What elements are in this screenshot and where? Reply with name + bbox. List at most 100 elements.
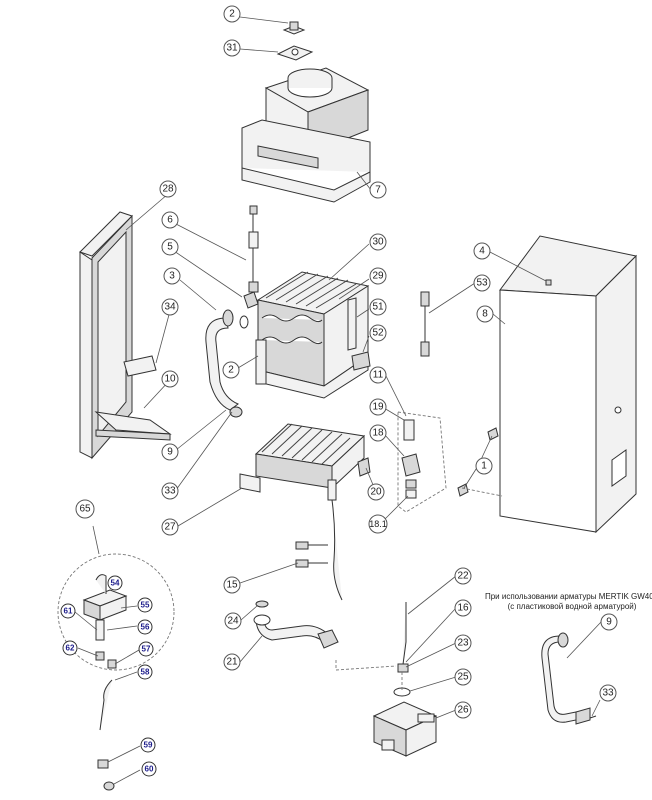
detail-view-65 — [57, 553, 175, 791]
svg-text:10: 10 — [164, 374, 176, 385]
svg-text:25: 25 — [457, 672, 469, 683]
part-clip-5 — [243, 291, 259, 309]
svg-text:58: 58 — [141, 668, 150, 677]
callout-15: 15 — [223, 576, 241, 594]
svg-text:60: 60 — [145, 765, 154, 774]
svg-text:20: 20 — [370, 487, 382, 498]
svg-text:15: 15 — [226, 580, 238, 591]
svg-text:26: 26 — [457, 705, 469, 716]
callout-23: 23 — [454, 634, 472, 652]
svg-text:6: 6 — [167, 215, 173, 226]
part-bracket-20 — [357, 457, 371, 477]
callout-21: 21 — [223, 653, 241, 671]
callout-65: 65 — [75, 499, 95, 519]
part-gas-pipe-22 — [401, 602, 407, 673]
svg-text:27: 27 — [164, 522, 176, 533]
svg-text:34: 34 — [164, 302, 176, 313]
callout-52: 52 — [369, 324, 387, 342]
part-cable-53 — [420, 291, 430, 357]
dashed-line-1 — [461, 487, 503, 497]
callout-28: 28 — [159, 180, 177, 198]
detail-callout-59: 59 — [140, 737, 156, 753]
callout-33-mertik: 33 — [599, 684, 617, 702]
callout-26: 26 — [454, 701, 472, 719]
svg-text:21: 21 — [226, 657, 238, 668]
svg-text:56: 56 — [141, 623, 150, 632]
callout-20: 20 — [367, 483, 385, 501]
callout-4: 4 — [473, 242, 491, 260]
part-draft-hood — [241, 67, 371, 203]
part-front-casing — [499, 235, 638, 534]
svg-text:55: 55 — [141, 601, 150, 610]
callout-24: 24 — [224, 612, 242, 630]
callout-25: 25 — [454, 668, 472, 686]
part-nut-top — [282, 21, 306, 35]
callout-10: 10 — [161, 370, 179, 388]
part-screw-4 — [545, 279, 552, 286]
part-burner — [239, 423, 366, 493]
svg-text:23: 23 — [457, 638, 469, 649]
part-side-panel — [79, 211, 172, 460]
dashed-line-2 — [335, 660, 397, 671]
dashed-valve-group — [397, 411, 447, 513]
detail-callout-54: 54 — [107, 575, 123, 591]
svg-text:59: 59 — [144, 741, 153, 750]
callout-34: 34 — [161, 298, 179, 316]
svg-text:18.1: 18.1 — [369, 519, 387, 529]
callout-1: 1 — [475, 457, 493, 475]
callout-11: 11 — [369, 366, 387, 384]
part-hooks-1 — [457, 427, 499, 497]
svg-text:30: 30 — [372, 237, 384, 248]
mertik-note-line1: При использовании арматуры MERTIK GW40B — [485, 592, 652, 601]
svg-text:51: 51 — [372, 302, 384, 313]
callout-16: 16 — [454, 599, 472, 617]
part-valve-components — [401, 419, 421, 499]
callout-3: 3 — [163, 267, 181, 285]
svg-text:5: 5 — [167, 242, 173, 253]
svg-text:11: 11 — [373, 370, 384, 381]
callout-7: 7 — [369, 181, 387, 199]
callout-22: 22 — [454, 567, 472, 585]
detail-callout-60: 60 — [141, 761, 157, 777]
part-bracket-31 — [276, 45, 314, 61]
detail-callout-62: 62 — [62, 640, 78, 656]
callout-2-mid: 2 — [222, 361, 240, 379]
part-water-pipe — [253, 600, 339, 649]
svg-text:1: 1 — [481, 461, 487, 472]
svg-text:33: 33 — [164, 486, 176, 497]
callout-29: 29 — [369, 267, 387, 285]
detail-callout-58: 58 — [137, 664, 153, 680]
svg-text:33: 33 — [602, 688, 614, 699]
svg-text:7: 7 — [375, 185, 381, 196]
part-inlet-pipe — [205, 309, 249, 418]
part-ignition-cable — [295, 479, 343, 601]
svg-text:57: 57 — [142, 645, 151, 654]
svg-text:2: 2 — [229, 9, 235, 20]
leader-lines — [74, 16, 602, 785]
mertik-note-line2: (с пластиковой водной арматурой) — [508, 602, 637, 611]
svg-text:16: 16 — [457, 603, 469, 614]
callout-19: 19 — [369, 398, 387, 416]
callout-18: 18 — [369, 424, 387, 442]
svg-text:65: 65 — [79, 504, 91, 515]
detail-callout-57: 57 — [138, 641, 154, 657]
callout-5: 5 — [161, 238, 179, 256]
svg-text:61: 61 — [64, 607, 73, 616]
callout-18-1: 18.1 — [368, 514, 388, 534]
svg-text:53: 53 — [476, 278, 488, 289]
svg-text:31: 31 — [226, 43, 238, 54]
callout-31: 31 — [223, 39, 241, 57]
svg-text:19: 19 — [372, 402, 384, 413]
svg-text:24: 24 — [227, 616, 239, 627]
part-brackets-51-52 — [347, 297, 371, 371]
callout-53: 53 — [473, 274, 491, 292]
svg-text:8: 8 — [482, 309, 488, 320]
callout-27: 27 — [161, 518, 179, 536]
part-mertik-pipe — [541, 632, 597, 725]
svg-text:4: 4 — [479, 246, 485, 257]
svg-text:52: 52 — [372, 328, 384, 339]
svg-text:2: 2 — [228, 365, 234, 376]
part-water-valve — [372, 663, 438, 757]
detail-callout-61: 61 — [60, 603, 76, 619]
